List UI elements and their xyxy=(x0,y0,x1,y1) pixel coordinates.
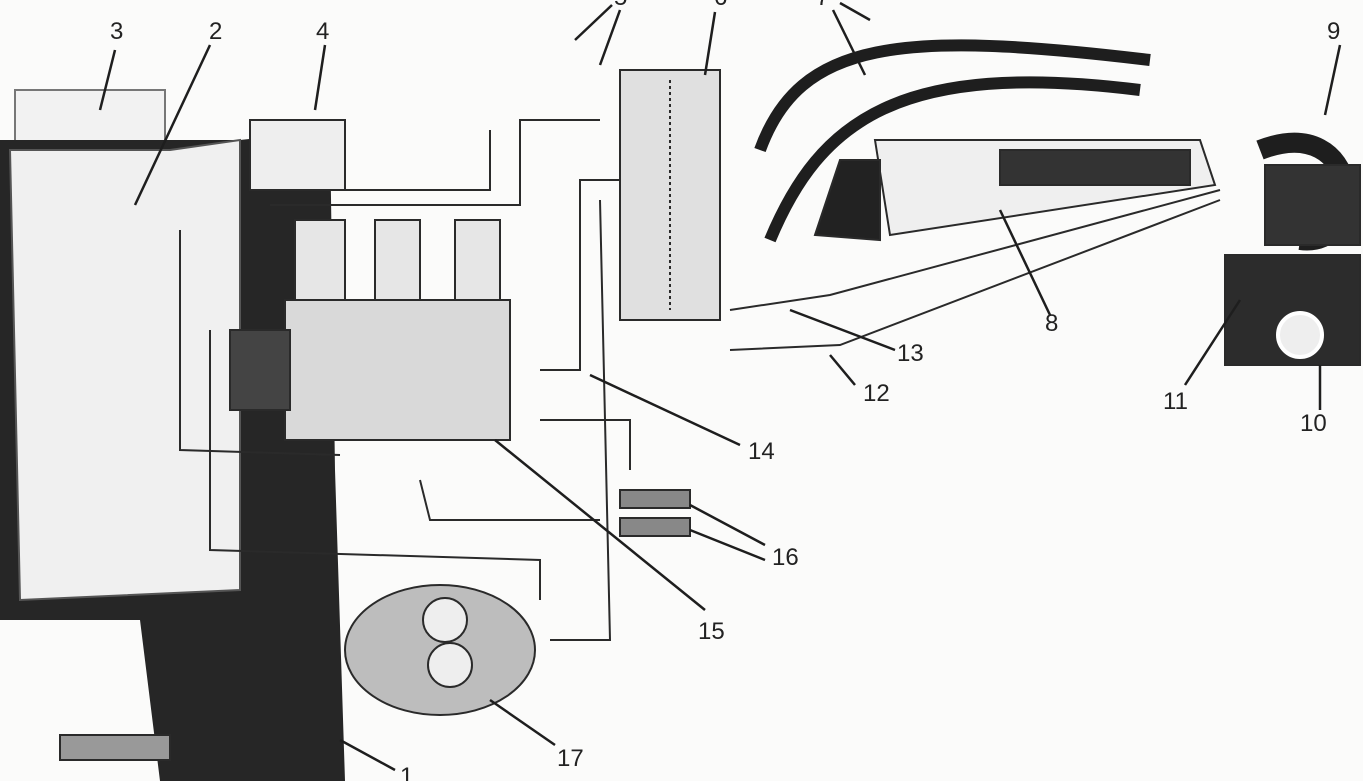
callout-13: 13 xyxy=(897,340,924,367)
pipe xyxy=(540,419,631,470)
coupling xyxy=(619,517,691,537)
pipe xyxy=(300,130,491,191)
callout-9: 9 xyxy=(1327,18,1341,45)
callout-3: 3 xyxy=(110,18,124,45)
callout-7: 7 xyxy=(816,0,829,10)
reservoir xyxy=(249,119,346,191)
callout-5: 5 xyxy=(614,0,627,10)
pipe xyxy=(179,230,341,456)
callout-15: 15 xyxy=(698,618,725,645)
pipe xyxy=(419,479,600,521)
thin-line xyxy=(729,199,1221,351)
hose xyxy=(764,76,1141,243)
coupling xyxy=(619,489,691,509)
hose xyxy=(754,39,1151,153)
callout-16: 16 xyxy=(772,544,799,571)
callout-2: 2 xyxy=(209,18,223,45)
pipe xyxy=(209,330,541,600)
pipe xyxy=(540,179,640,371)
callout-14: 14 xyxy=(748,438,775,465)
pipe xyxy=(270,119,600,206)
callout-17: 17 xyxy=(557,745,584,772)
thin-line xyxy=(729,189,1221,311)
callout-6: 6 xyxy=(714,0,727,10)
control-valve-block xyxy=(284,299,511,441)
callout-8: 8 xyxy=(1045,310,1059,337)
callout-1: 1 xyxy=(400,763,414,781)
callout-10: 10 xyxy=(1300,410,1327,437)
callout-11: 11 xyxy=(1163,388,1188,415)
pipe xyxy=(550,199,612,641)
callout-4: 4 xyxy=(316,18,330,45)
callout-12: 12 xyxy=(863,380,890,407)
